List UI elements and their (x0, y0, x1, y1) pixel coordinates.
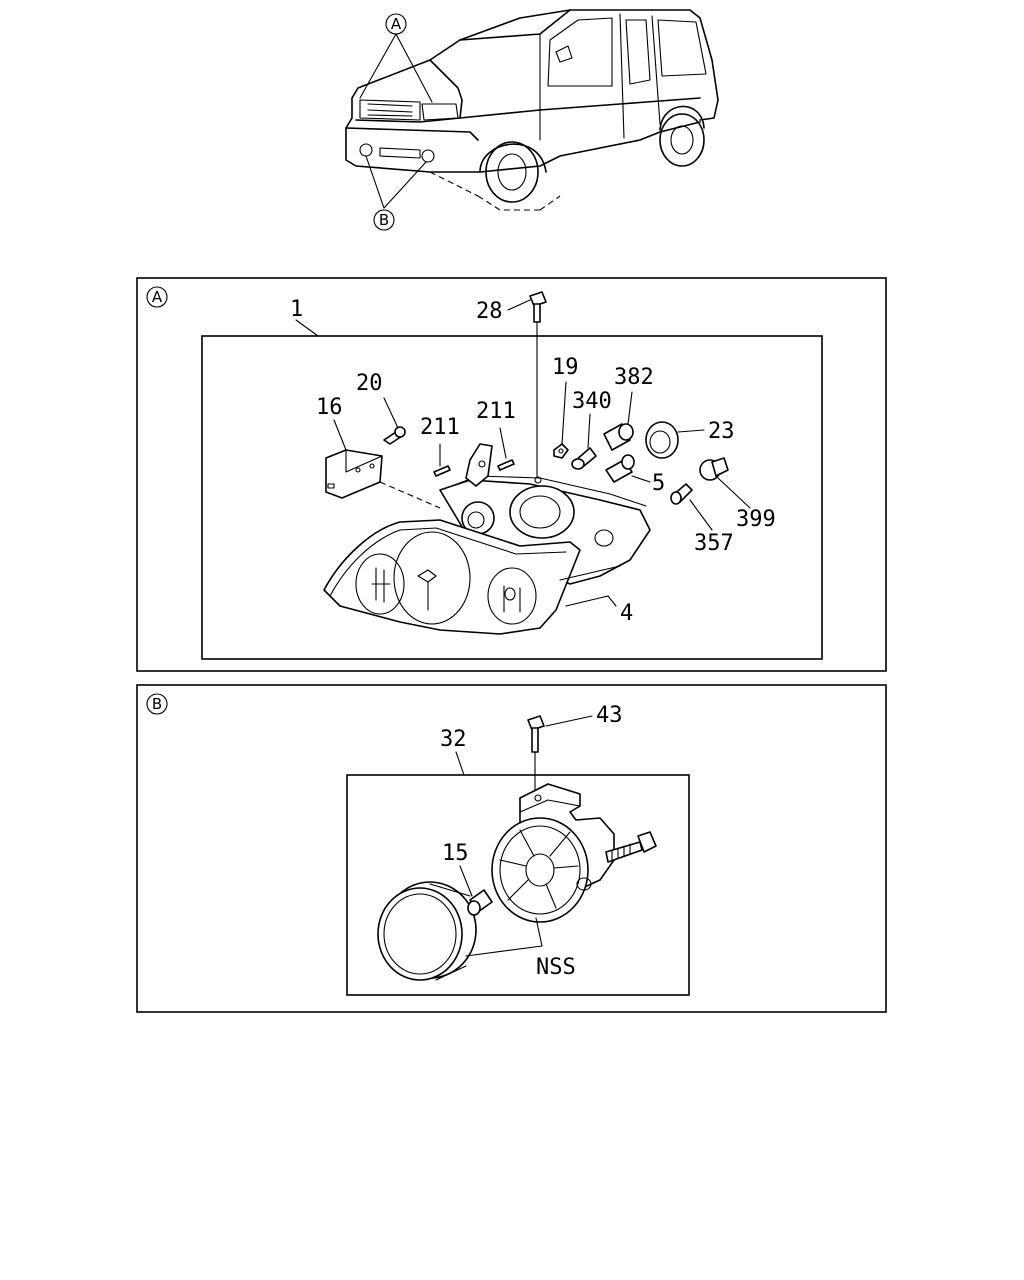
panel-b-leaders (455, 715, 593, 957)
callout-28: 28 (476, 299, 503, 324)
callout-15: 15 (442, 841, 469, 866)
svg-text:B: B (379, 211, 389, 229)
callout-20: 20 (356, 371, 383, 396)
callout-43: 43 (596, 703, 623, 728)
panel-a-frame (136, 277, 887, 672)
panel-a-marker: A (146, 286, 168, 308)
overview-marker-b: B (373, 209, 395, 231)
callout-211-left: 211 (420, 415, 460, 440)
callout-340: 340 (572, 389, 612, 414)
callout-399: 399 (736, 507, 776, 532)
callout-nss: NSS (536, 955, 576, 980)
headlamp-assembly (323, 443, 651, 635)
callout-211-right: 211 (476, 399, 516, 424)
callout-16: 16 (316, 395, 343, 420)
panel-a-leaders (295, 299, 751, 607)
svg-text:A: A (152, 288, 163, 306)
callout-382: 382 (614, 365, 654, 390)
fog-lamp-housing (491, 783, 657, 923)
callout-23: 23 (708, 419, 735, 444)
pin-211-left (433, 465, 451, 477)
socket-399 (699, 457, 729, 481)
nut-19 (553, 443, 569, 459)
screw-20 (383, 426, 406, 445)
bulb-340 (571, 447, 597, 470)
svg-text:A: A (391, 15, 402, 33)
svg-text:B: B (152, 695, 162, 713)
vehicle-illustration (345, 9, 719, 211)
panel-a-inner-frame (201, 335, 823, 660)
callout-4: 4 (620, 601, 633, 626)
overview-marker-a: A (385, 13, 407, 35)
fog-lamp-lens (377, 881, 477, 981)
bolt-43 (527, 715, 545, 791)
socket-382 (603, 423, 634, 451)
panel-b-marker: B (146, 693, 168, 715)
callout-1: 1 (290, 297, 303, 322)
bulb-15 (467, 889, 493, 916)
ring-23 (645, 421, 679, 459)
panel-b-frame (136, 684, 887, 1013)
bulb-357 (670, 483, 693, 505)
callout-19: 19 (552, 355, 579, 380)
bulb-5 (605, 454, 635, 483)
callout-357: 357 (694, 531, 734, 556)
callout-32: 32 (440, 727, 467, 752)
panel-b-inner-frame (346, 774, 690, 996)
bolt-28 (529, 291, 547, 484)
bracket-16 (325, 449, 441, 509)
pin-211-right (497, 459, 515, 471)
callout-5: 5 (652, 471, 665, 496)
